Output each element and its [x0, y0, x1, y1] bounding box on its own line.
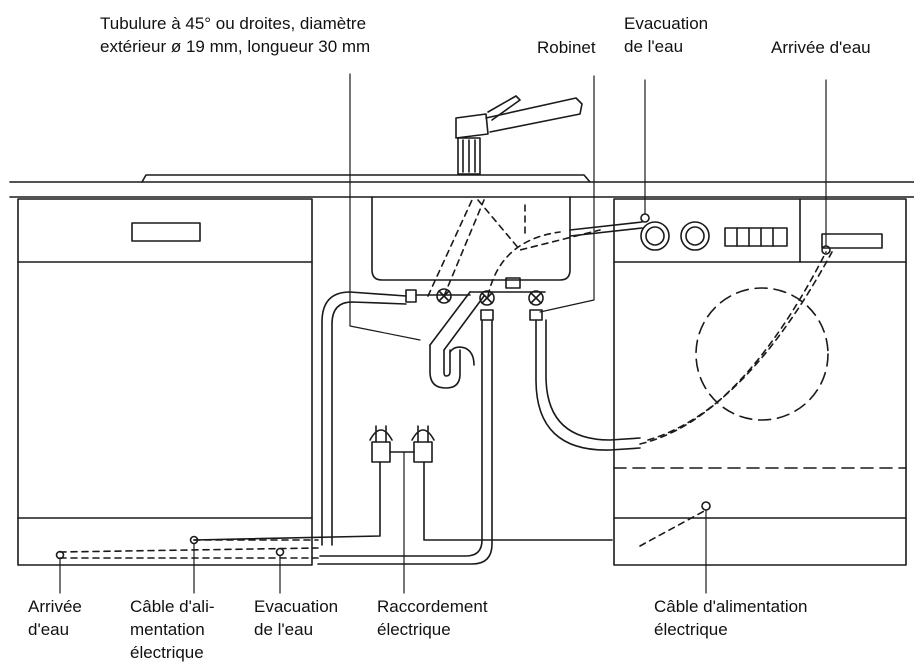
siphon [405, 288, 485, 389]
label-evacuation-bottom: Evacuation de l'eau [254, 597, 339, 639]
label-arrivee-top: Arrivée d'eau [771, 38, 871, 57]
label-arrivee-bottom: Arrivée d'eau [28, 597, 82, 639]
label-raccordement: Raccordement électrique [377, 597, 488, 639]
electrical-sockets [193, 425, 613, 541]
dishwasher-drain-hose [321, 291, 407, 546]
drain-hose-to-washer [569, 221, 643, 237]
label-robinet: Robinet [537, 38, 596, 57]
leader-lines [59, 73, 827, 594]
label-tubulure: Tubulure à 45° ou droites, diamètre exté… [100, 14, 371, 56]
countertop [9, 181, 914, 198]
supply-valves [469, 277, 546, 321]
dishwasher-bottom-lines [59, 509, 707, 559]
dishwasher-inlet-hose [317, 319, 493, 565]
label-cable-left: Câble d'ali- mentation électrique [130, 597, 215, 662]
washer-inlet-hose [535, 251, 833, 451]
dishwasher [17, 198, 313, 566]
label-cable-right: Câble d'alimentation électrique [654, 597, 808, 639]
sink [141, 174, 591, 281]
faucet [455, 95, 583, 175]
hidden-hoses [427, 199, 601, 297]
washing-machine [613, 198, 907, 566]
label-evacuation-top: Evacuation de l'eau [624, 14, 709, 56]
